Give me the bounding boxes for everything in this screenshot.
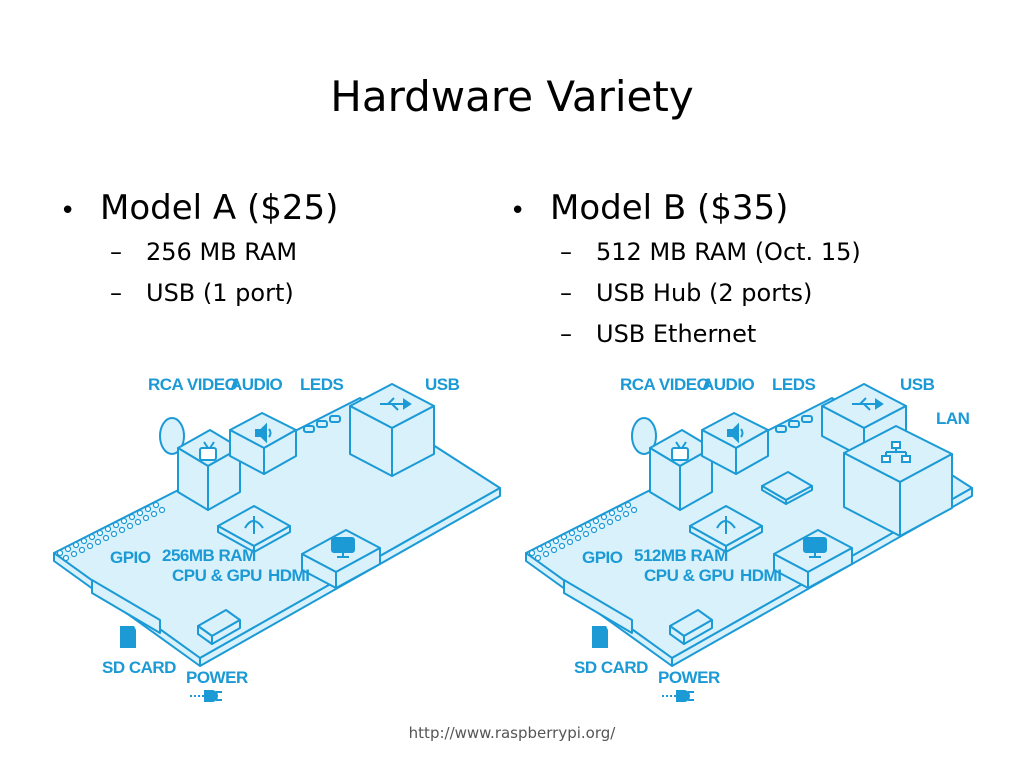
label-leds: LEDS xyxy=(300,375,344,394)
sd-card-icon xyxy=(592,626,608,648)
chip-logo-icon xyxy=(244,516,264,534)
label-leds: LEDS xyxy=(772,375,816,394)
model-b-column: • Model B ($35) – 512 MB RAM (Oct. 15) –… xyxy=(510,188,861,361)
model-a-heading: • Model A ($25) xyxy=(60,188,338,238)
model-a-board-diagram: RCA VIDEO AUDIO LEDS USB GPIO 256MB RAM … xyxy=(53,375,501,702)
power-plug-icon xyxy=(190,690,222,702)
model-a-item-text: USB (1 port) xyxy=(146,279,294,307)
label-power: POWER xyxy=(658,668,720,687)
model-b-item-text: USB Hub (2 ports) xyxy=(596,279,813,307)
gpio-pins xyxy=(528,501,638,562)
tv-icon xyxy=(199,441,217,461)
label-gpio: GPIO xyxy=(582,548,623,567)
model-b-board-diagram: RCA VIDEO AUDIO LEDS USB LAN GPIO 512MB … xyxy=(525,375,973,702)
source-url: http://www.raspberrypi.org/ xyxy=(408,724,616,742)
label-hdmi: HDMI xyxy=(268,566,309,585)
label-usb: USB xyxy=(900,375,935,394)
label-audio: AUDIO xyxy=(702,375,755,394)
label-ram: 512MB RAM xyxy=(634,546,728,565)
label-cpu: CPU & GPU xyxy=(644,566,734,585)
model-a-heading-text: Model A ($25) xyxy=(100,188,339,228)
label-cpu: CPU & GPU xyxy=(172,566,262,585)
rca-jack xyxy=(631,417,657,455)
model-b-heading: • Model B ($35) xyxy=(510,188,861,238)
label-lan: LAN xyxy=(936,409,970,428)
led xyxy=(303,425,315,433)
led xyxy=(788,420,800,428)
label-rca-video: RCA VIDEO xyxy=(620,375,710,394)
model-a-column: • Model A ($25) – 256 MB RAM – USB (1 po… xyxy=(60,188,338,320)
dash-icon: – xyxy=(560,279,572,307)
sd-slot xyxy=(91,579,161,634)
label-audio: AUDIO xyxy=(230,375,283,394)
label-hdmi: HDMI xyxy=(740,566,781,585)
model-b-heading-text: Model B ($35) xyxy=(550,188,789,228)
model-b-item: – USB Hub (2 ports) xyxy=(560,279,861,320)
dash-icon: – xyxy=(110,279,122,307)
label-power: POWER xyxy=(186,668,248,687)
speaker-icon xyxy=(727,422,744,444)
label-sd-card: SD CARD xyxy=(102,658,176,677)
bullet-icon: • xyxy=(60,196,76,226)
sd-slot xyxy=(563,579,633,634)
usb-icon xyxy=(852,397,884,411)
label-rca-video: RCA VIDEO xyxy=(148,375,238,394)
model-b-item: – 512 MB RAM (Oct. 15) xyxy=(560,238,861,279)
model-b-item: – USB Ethernet xyxy=(560,320,861,361)
model-b-item-text: USB Ethernet xyxy=(596,320,757,348)
led xyxy=(775,425,787,433)
speaker-icon xyxy=(255,422,272,444)
model-a-item-text: 256 MB RAM xyxy=(146,238,298,266)
rca-jack xyxy=(159,417,185,455)
gpio-pins xyxy=(56,501,166,562)
slide-title: Hardware Variety xyxy=(330,72,694,121)
network-icon xyxy=(881,441,911,463)
monitor-icon xyxy=(803,537,827,558)
label-sd-card: SD CARD xyxy=(574,658,648,677)
dash-icon: – xyxy=(110,238,122,266)
usb-icon xyxy=(380,397,412,411)
monitor-icon xyxy=(331,537,355,558)
label-gpio: GPIO xyxy=(110,548,151,567)
chip-logo-icon xyxy=(716,516,736,534)
power-plug-icon xyxy=(662,690,694,702)
dash-icon: – xyxy=(560,320,572,348)
model-a-item: – USB (1 port) xyxy=(110,279,338,320)
led xyxy=(316,420,328,428)
sd-card-icon xyxy=(120,626,136,648)
label-ram: 256MB RAM xyxy=(162,546,256,565)
label-usb: USB xyxy=(425,375,460,394)
led xyxy=(329,415,341,423)
led xyxy=(801,415,813,423)
bullet-icon: • xyxy=(510,196,526,226)
model-b-item-text: 512 MB RAM (Oct. 15) xyxy=(596,238,861,266)
model-a-item: – 256 MB RAM xyxy=(110,238,338,279)
dash-icon: – xyxy=(560,238,572,266)
tv-icon xyxy=(671,441,689,461)
